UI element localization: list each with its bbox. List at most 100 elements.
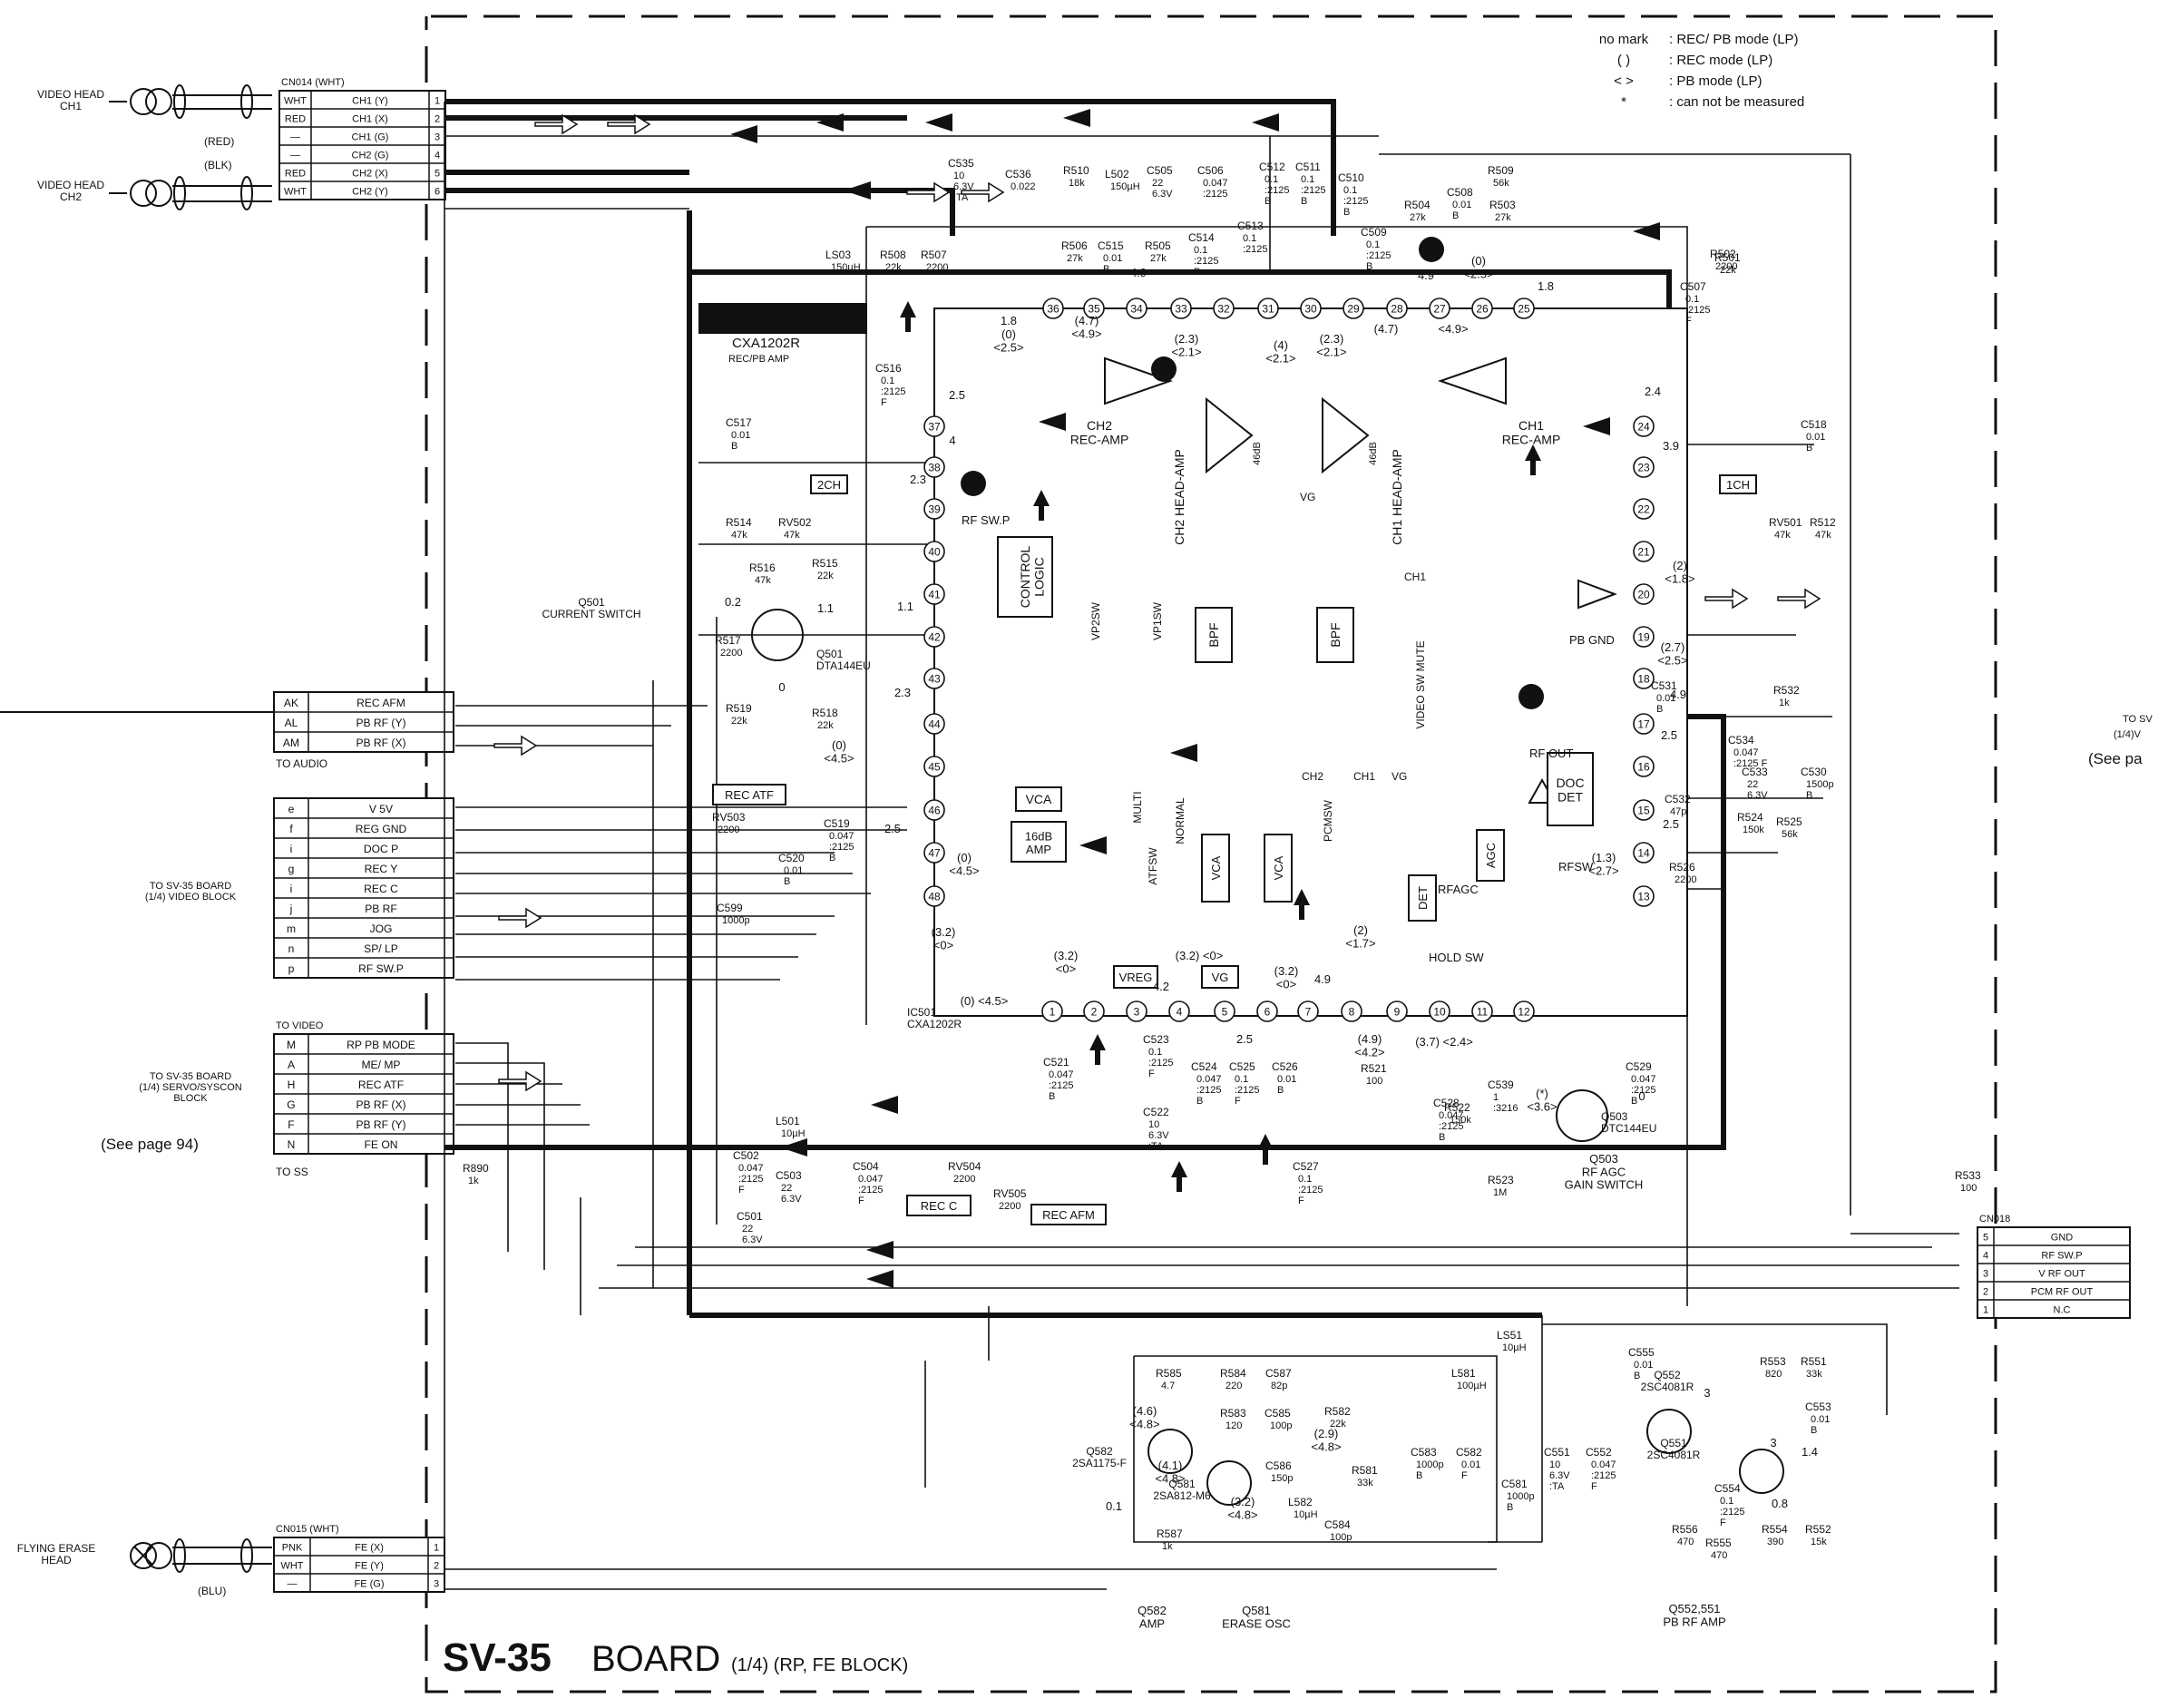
conn-cn014-cell: RED [285,113,306,124]
comp-r522: R522 [1444,1101,1470,1114]
mark-2b: 2 [1159,361,1167,378]
board-title: SV-35 BOARD (1/4) (RP, FE BLOCK) [443,1635,908,1680]
comp-c552: C552 [1586,1446,1612,1459]
comp-c539-value: 1:3216 [1493,1092,1518,1114]
comp-r525: R525 [1776,815,1802,828]
legend-text: : REC mode (LP) [1669,53,1772,68]
ic-pin-12: 12 [1518,1006,1530,1019]
comp-ls03-value: 150µH [831,262,861,273]
comp-r505: R505 [1145,239,1171,252]
comp-rv503: RV503 [712,811,746,824]
label-pcmsw: PCMSW [1322,799,1334,842]
label-multi: MULTI [1131,791,1144,823]
comp-r584-value: 220 [1225,1381,1242,1391]
comp-r515: R515 [812,557,838,570]
title-board: SV-35 [443,1635,552,1680]
comp-r516-value: 47k [755,575,771,586]
title-detail: (1/4) (RP, FE BLOCK) [731,1655,908,1675]
comp-r518: R518 [812,707,838,719]
conn-cn014-cell: 6 [435,186,440,197]
conn-cn014-cell: RED [285,168,306,179]
comp-c513-value: 0.1:2125 [1243,233,1268,255]
voltage-pin33: (4.7)<4.9> [1071,314,1101,340]
comp-c514: C514 [1188,231,1215,244]
voltage-pin45: (0)<4.5> [824,738,854,765]
voltage-pin36: 1.8 [1001,314,1017,327]
bpf-block-b: BPF [1328,622,1343,647]
comp-r512-value: 47k [1815,530,1831,541]
comp-r555: R555 [1705,1537,1732,1549]
voltage-pin5: 2.5 [1236,1032,1253,1046]
voltage-pin1: (0) <4.5> [961,994,1009,1008]
comp-c582: C582 [1456,1446,1482,1459]
comp-r552: R552 [1805,1523,1831,1536]
label-normal: NORMAL [1174,797,1186,844]
voltage-pin9: (4.9)<4.2> [1354,1032,1384,1059]
comp-c523: C523 [1143,1033,1169,1046]
comp-r503: R503 [1489,199,1516,211]
conn-cn015-cell: WHT [280,1560,303,1571]
label-vg: VG [1300,491,1315,503]
comp-r553-value: 820 [1765,1369,1782,1380]
voltage-pin46: 2.5 [884,822,901,835]
voltage-q581_e: (3.2)<4.8> [1227,1495,1257,1521]
conn-servo-cell: N [288,1138,296,1151]
voltage-pin4: 4.2 [1153,980,1169,993]
comp-r504: R504 [1404,199,1431,211]
voltage-q501_e: 1.1 [817,601,834,615]
comp-c525: C525 [1229,1060,1255,1073]
conn-video-cell: DOC P [364,843,398,855]
right-see: (See pa [2088,750,2143,767]
ic-pin-1: 1 [1050,1006,1056,1019]
voltage-pin10: (3.7) <2.4> [1415,1035,1473,1049]
voltage-pin17: 4.9 [1670,688,1686,701]
comp-c535: C535 [948,157,974,170]
comp-ls51-value: 10µH [1502,1342,1527,1353]
comp-r501-value: 22k [1720,265,1736,276]
ic-pin-38: 38 [928,462,941,474]
voltage-pin4b: (3.2) <0> [1176,949,1224,962]
conn-cn015-cell: FE (Y) [355,1560,384,1571]
conn-cn014-cell: 3 [435,132,440,142]
voltage-pin38: 4 [949,434,955,447]
voltage-q582_b: (4.1)<4.8> [1155,1459,1185,1485]
comp-l582: L582 [1288,1496,1313,1508]
conn-cn014-cell: CH1 (G) [352,132,389,142]
conn-cn014-cell: WHT [284,186,307,197]
ic-pin-18: 18 [1637,673,1650,686]
comp-r507-value: 2200 [926,262,948,273]
conn-cn018-cell: 2 [1983,1286,1988,1297]
ic-pin-40: 40 [928,546,941,559]
comp-c536: C536 [1005,168,1031,181]
comp-l502: L502 [1105,168,1129,181]
conn-cn018-cell: 4 [1983,1250,1988,1261]
comp-r551-value: 33k [1806,1369,1822,1380]
legend-text: : can not be measured [1669,94,1804,110]
comp-c507: C507 [1680,280,1706,293]
conn-servo-cell: F [288,1118,294,1131]
comp-r522-value: 150k [1450,1115,1471,1126]
see-page-94: (See page 94) [101,1136,199,1153]
comp-r504-value: 27k [1410,212,1426,223]
conn-audio-cell: AK [284,697,298,709]
ic-pin-42: 42 [928,631,941,644]
comp-r517-value: 2200 [720,648,742,659]
agc-block: AGC [1484,843,1498,868]
comp-r503-value: 27k [1495,212,1511,223]
legend: no mark: REC/ PB mode (LP)( ): REC mode … [1599,32,1804,110]
